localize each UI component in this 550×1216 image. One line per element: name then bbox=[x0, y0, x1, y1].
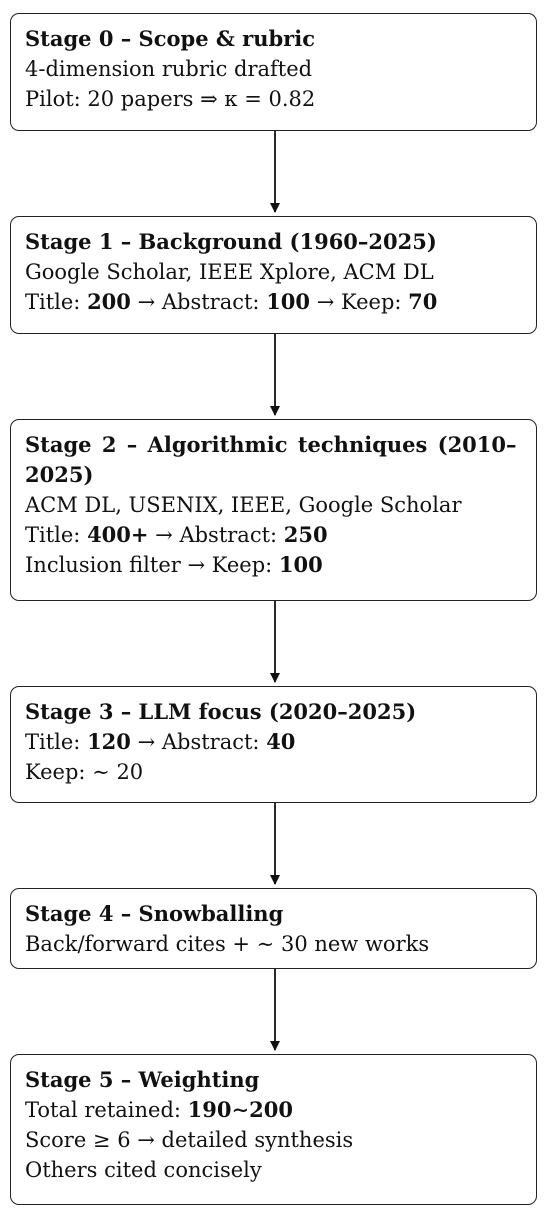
stage-1-sources: Google Scholar, IEEE Xplore, ACM DL bbox=[25, 260, 434, 284]
stage-4-line-1: Back/forward cites + ∼ 30 new works bbox=[25, 929, 522, 959]
stage-2-line-2: Title: 400+ → Abstract: 250 bbox=[25, 520, 522, 550]
label-text: → Abstract: bbox=[130, 730, 267, 754]
count-value: 40 bbox=[266, 729, 296, 754]
label-text: Title: bbox=[25, 730, 88, 754]
label-text: Inclusion filter → Keep: bbox=[25, 553, 279, 577]
stage-5-line-1: Total retained: 190∼200 bbox=[25, 1095, 522, 1125]
label-text: Title: bbox=[25, 290, 88, 314]
stage-0-title: Stage 0 – Scope & rubric bbox=[25, 26, 315, 51]
stage-5-title: Stage 5 – Weighting bbox=[25, 1067, 260, 1092]
count-value: 120 bbox=[87, 729, 131, 754]
label-text: Title: bbox=[25, 523, 88, 547]
label-text: Keep: ∼ 20 bbox=[25, 760, 144, 784]
stage-4-title: Stage 4 – Snowballing bbox=[25, 901, 284, 926]
label-text: Others cited concisely bbox=[25, 1158, 262, 1182]
stage-4-box: Stage 4 – Snowballing Back/forward cites… bbox=[10, 888, 537, 969]
count-value: 200 bbox=[87, 289, 131, 314]
stage-3-line-2: Keep: ∼ 20 bbox=[25, 757, 522, 787]
stage-3-box: Stage 3 – LLM focus (2020–2025) Title: 1… bbox=[10, 686, 537, 803]
label-text: Score ≥ 6 → detailed synthesis bbox=[25, 1128, 354, 1152]
stage-0-line-2: Pilot: 20 papers ⇒ κ = 0.82 bbox=[25, 84, 522, 114]
stage-5-line-2: Score ≥ 6 → detailed synthesis bbox=[25, 1125, 522, 1155]
stage-2-sources: ACM DL, USENIX, IEEE, Google Scholar bbox=[25, 493, 462, 517]
label-text: Total retained: bbox=[25, 1098, 188, 1122]
stage-5-box: Stage 5 – Weighting Total retained: 190∼… bbox=[10, 1054, 537, 1205]
stage-3-line-1: Title: 120 → Abstract: 40 bbox=[25, 727, 522, 757]
count-value: 400+ bbox=[87, 522, 149, 547]
stage-0-line-2-text: Pilot: 20 papers ⇒ κ = 0.82 bbox=[25, 87, 316, 111]
stage-1-line-1: Google Scholar, IEEE Xplore, ACM DL bbox=[25, 257, 522, 287]
stage-5-line-3: Others cited concisely bbox=[25, 1155, 522, 1185]
stage-1-title: Stage 1 – Background (1960–2025) bbox=[25, 229, 437, 254]
count-value: 190∼200 bbox=[187, 1097, 293, 1122]
stage-2-line-3: Inclusion filter → Keep: 100 bbox=[25, 550, 522, 580]
stage-2-box: Stage 2 – Algorithmic techniques (2010–2… bbox=[10, 419, 537, 601]
label-text: → Abstract: bbox=[130, 290, 267, 314]
stage-3-title: Stage 3 – LLM focus (2020–2025) bbox=[25, 699, 417, 724]
stage-0-line-1: 4-dimension rubric drafted bbox=[25, 54, 522, 84]
stage-0-box: Stage 0 – Scope & rubric 4-dimension rub… bbox=[10, 13, 537, 131]
label-text: Back/forward cites + ∼ 30 new works bbox=[25, 932, 430, 956]
count-value: 250 bbox=[283, 522, 328, 547]
stage-2-line-1: ACM DL, USENIX, IEEE, Google Scholar bbox=[25, 490, 522, 520]
count-value: 70 bbox=[408, 289, 438, 314]
label-text: → Abstract: bbox=[148, 523, 284, 547]
count-value: 100 bbox=[266, 289, 311, 314]
stage-1-box: Stage 1 – Background (1960–2025) Google … bbox=[10, 216, 537, 334]
stage-1-line-2: Title: 200 → Abstract: 100 → Keep: 70 bbox=[25, 287, 522, 317]
label-text: → Keep: bbox=[310, 290, 409, 314]
count-value: 100 bbox=[278, 552, 323, 577]
stage-2-title: Stage 2 – Algorithmic techniques (2010–2… bbox=[25, 432, 517, 487]
stage-0-line-1-text: 4-dimension rubric drafted bbox=[25, 57, 313, 81]
